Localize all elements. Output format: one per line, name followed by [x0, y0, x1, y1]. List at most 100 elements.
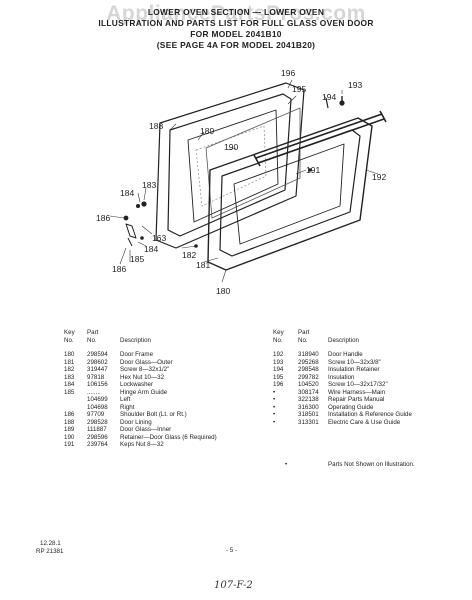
footer-code: RP 21381	[36, 548, 64, 555]
part-key: 195	[273, 373, 284, 381]
part-number: 319447	[87, 366, 108, 373]
exploded-door-diagram: 196 195 193 194 188 189 190 191 192 183 …	[96, 68, 387, 296]
door-handle-end-right	[379, 110, 387, 123]
part-description: Door Glass—Inner	[120, 426, 172, 433]
header-description: Description	[120, 337, 151, 344]
callout-163: 163	[152, 233, 166, 243]
door-lining-outline	[155, 82, 305, 249]
door-frame-inner	[219, 129, 361, 257]
lockwasher-184	[136, 204, 140, 208]
part-number: 104698	[87, 403, 108, 411]
part-key: 191	[64, 441, 75, 448]
part-description: Door Glass—Outer	[120, 358, 173, 366]
title-line-2: ILLUSTRATION AND PARTS LIST FOR FULL GLA…	[98, 18, 374, 28]
header-key: Key	[273, 329, 284, 336]
part-key: 189	[64, 426, 75, 433]
hinge-arm-guide	[125, 223, 137, 239]
keps-nut-191	[308, 168, 312, 172]
part-key: 180	[64, 351, 75, 358]
callout-192: 192	[372, 172, 386, 182]
door-handle-bar	[255, 113, 385, 164]
title-line-3: FOR MODEL 2041B10	[190, 29, 282, 39]
callout-186-top: 186	[96, 213, 110, 223]
part-description: Screw 8—32x1/2"	[120, 366, 170, 373]
screw-194	[325, 97, 329, 109]
part-key: 190	[64, 433, 75, 441]
callout-180: 180	[216, 286, 230, 296]
part-description: Insulation	[328, 373, 355, 381]
header-key: Key	[64, 329, 75, 336]
door-lining-inner	[167, 93, 292, 237]
callout-196: 196	[281, 68, 295, 78]
part-description: Hex Nut 10—32	[120, 373, 165, 381]
part-key: 192	[273, 351, 284, 358]
part-description: Retainer—Door Glass (6 Required)	[120, 433, 217, 441]
part-description: Electric Care & Use Guide	[328, 418, 401, 426]
part-number: 298594	[87, 351, 108, 358]
part-number: ........	[87, 388, 101, 396]
part-number: 298602	[87, 358, 108, 366]
part-key: •	[273, 388, 276, 396]
part-number: 313301	[298, 418, 319, 426]
part-description: Keps Nut 8—32	[120, 441, 164, 448]
part-number: 104520	[298, 381, 319, 388]
callout-193: 193	[348, 80, 362, 90]
part-description: Door Lining	[120, 418, 152, 426]
part-number: 97709	[87, 411, 105, 418]
page-title: LOWER OVEN SECTION — LOWER OVEN ILLUSTRA…	[0, 7, 472, 51]
header-no: No.	[273, 337, 283, 344]
part-number: 298528	[87, 418, 108, 426]
door-handle-end-left	[253, 154, 261, 167]
part-description: Left	[120, 396, 131, 403]
footnote-bullet: •	[285, 461, 288, 468]
part-description: Screw 10—32x3/8"	[328, 358, 381, 366]
part-key: 193	[273, 358, 284, 366]
handwritten-note: 107-F-2	[214, 580, 253, 591]
callout-183: 183	[142, 180, 156, 190]
part-key: 188	[64, 418, 75, 426]
header-part-no: No.	[87, 337, 97, 344]
callout-186-bottom: 186	[112, 264, 126, 274]
outer-glass-outline	[233, 143, 345, 245]
header-description: Description	[328, 337, 359, 344]
part-number: 318501	[298, 411, 319, 418]
hinge-arm-guide-2	[127, 237, 133, 247]
part-description: Door Frame	[120, 351, 154, 358]
part-number: 106156	[87, 381, 108, 388]
part-key: 194	[273, 366, 284, 373]
callout-185: 185	[130, 254, 144, 264]
part-number: 298548	[298, 366, 319, 373]
part-number: 295268	[298, 358, 319, 366]
part-key: •	[273, 396, 276, 403]
part-description: Door Handle	[328, 351, 363, 358]
callout-182: 182	[182, 250, 196, 260]
part-key: 183	[64, 373, 75, 381]
title-line-1: LOWER OVEN SECTION — LOWER OVEN	[147, 7, 325, 17]
part-key: 186	[64, 411, 75, 418]
callout-188: 188	[149, 121, 163, 131]
part-description: Insulation Retainer	[328, 366, 380, 373]
part-key: •	[273, 411, 276, 418]
part-key: 185	[64, 388, 75, 396]
lockwasher-184b	[140, 236, 144, 240]
part-description: Right	[120, 403, 135, 411]
part-number: 239764	[87, 441, 108, 448]
part-number: 308174	[298, 388, 319, 396]
header-part: Part	[87, 329, 99, 336]
shoulder-bolt-186	[123, 215, 129, 221]
part-description: Installation & Reference Guide	[328, 411, 412, 418]
part-number: 316300	[298, 403, 319, 411]
footer-page-number: - 5 -	[226, 547, 238, 554]
header-no: No.	[64, 337, 74, 344]
callout-184-bottom: 184	[144, 244, 158, 254]
insulation-outline	[205, 107, 301, 219]
callout-194: 194	[322, 92, 336, 102]
callout-195: 195	[292, 84, 306, 94]
part-key: 182	[64, 366, 75, 373]
part-key: •	[273, 403, 276, 411]
part-description: Hinge Arm Guide	[120, 388, 168, 396]
callout-191: 191	[306, 165, 320, 175]
part-number: 111887	[87, 426, 107, 433]
part-key: 184	[64, 381, 75, 388]
door-frame-outline	[207, 117, 373, 271]
